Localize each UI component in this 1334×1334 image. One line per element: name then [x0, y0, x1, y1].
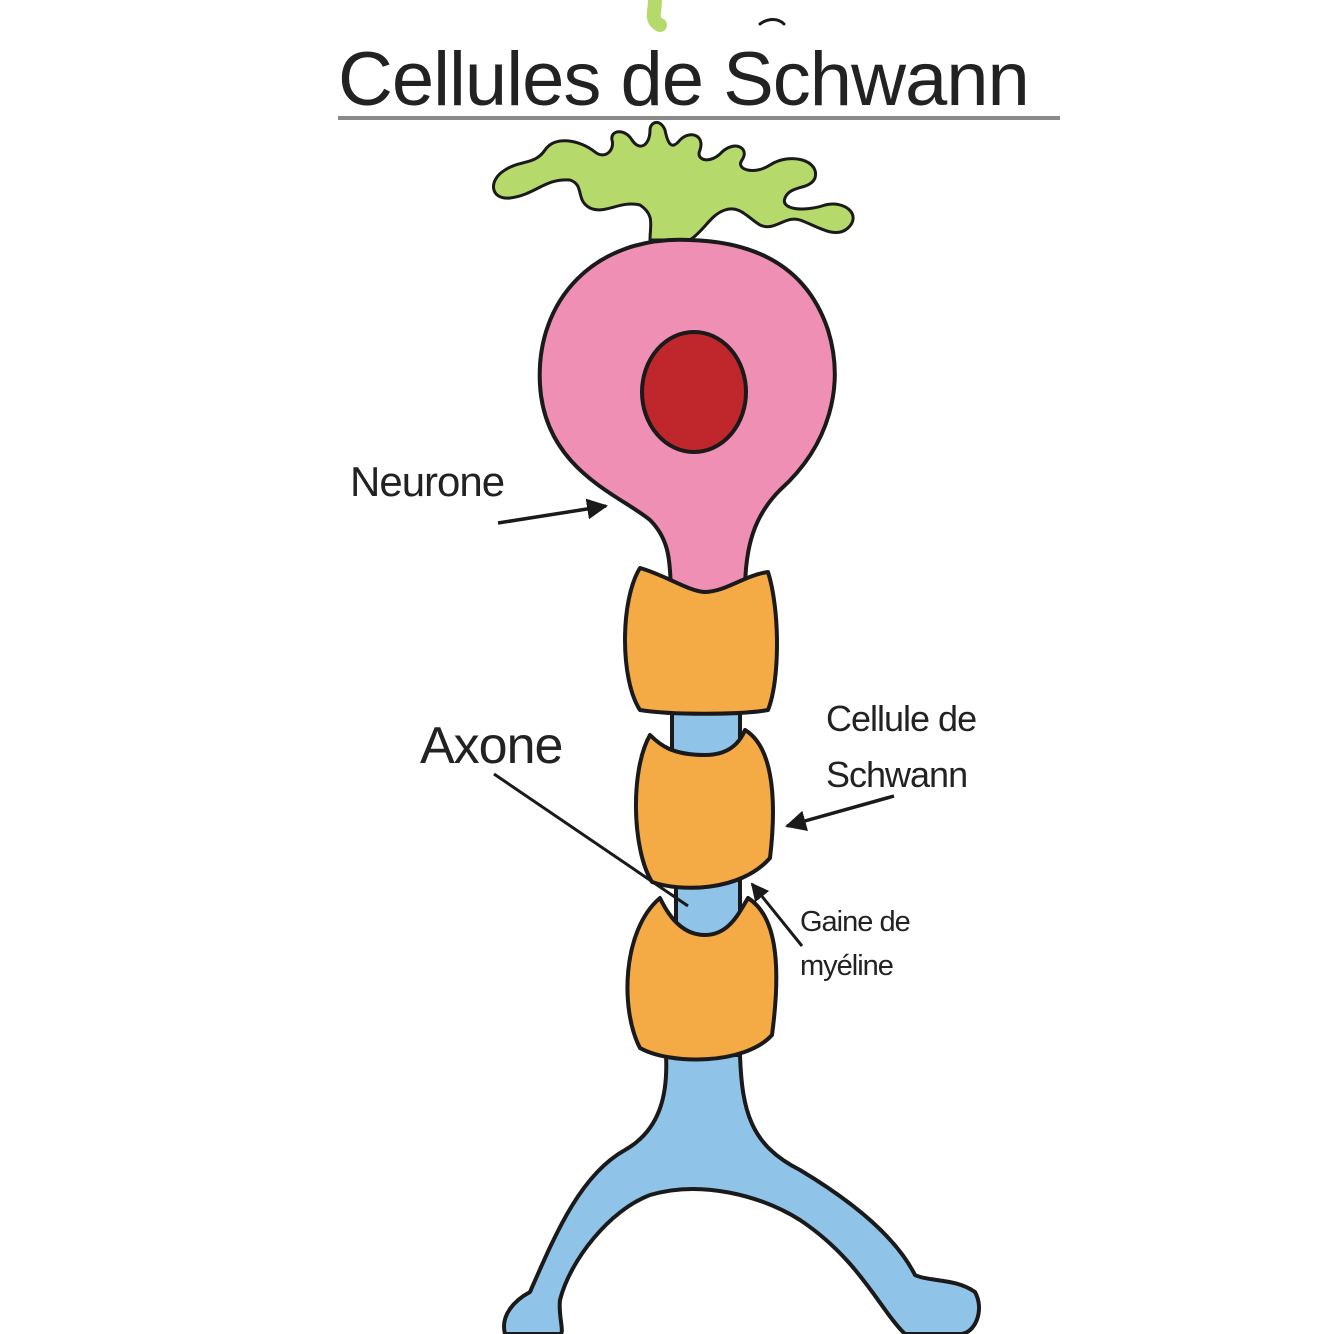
title-underline: [338, 116, 1060, 120]
label-schwann-cell-line2: Schwann: [826, 754, 968, 795]
axone-pointer-line: [493, 772, 689, 908]
neurone-arrow: [497, 498, 609, 525]
schwann-cell-2: [633, 728, 775, 890]
diagram-title: Cellules de Schwann: [338, 37, 1030, 122]
label-schwann-cell-line1: Cellule de: [826, 698, 977, 739]
axon-terminal: [502, 1053, 981, 1334]
schwann-cell-arrow: [784, 794, 895, 832]
neuron-nucleus: [640, 330, 748, 454]
label-axone: Axone: [420, 717, 563, 775]
schwann-cell-3: [625, 896, 779, 1062]
label-neurone: Neurone: [350, 458, 505, 505]
label-myelin-sheath-line1: Gaine de: [800, 906, 911, 938]
schwann-cell-1: [623, 566, 779, 716]
dendrites: [492, 121, 855, 242]
label-myelin-sheath-line2: myéline: [800, 950, 894, 982]
dendrite-top-branch: [646, 0, 667, 32]
dendrite-top-curl: [758, 18, 786, 26]
gaine-pointer-line: [750, 882, 804, 947]
